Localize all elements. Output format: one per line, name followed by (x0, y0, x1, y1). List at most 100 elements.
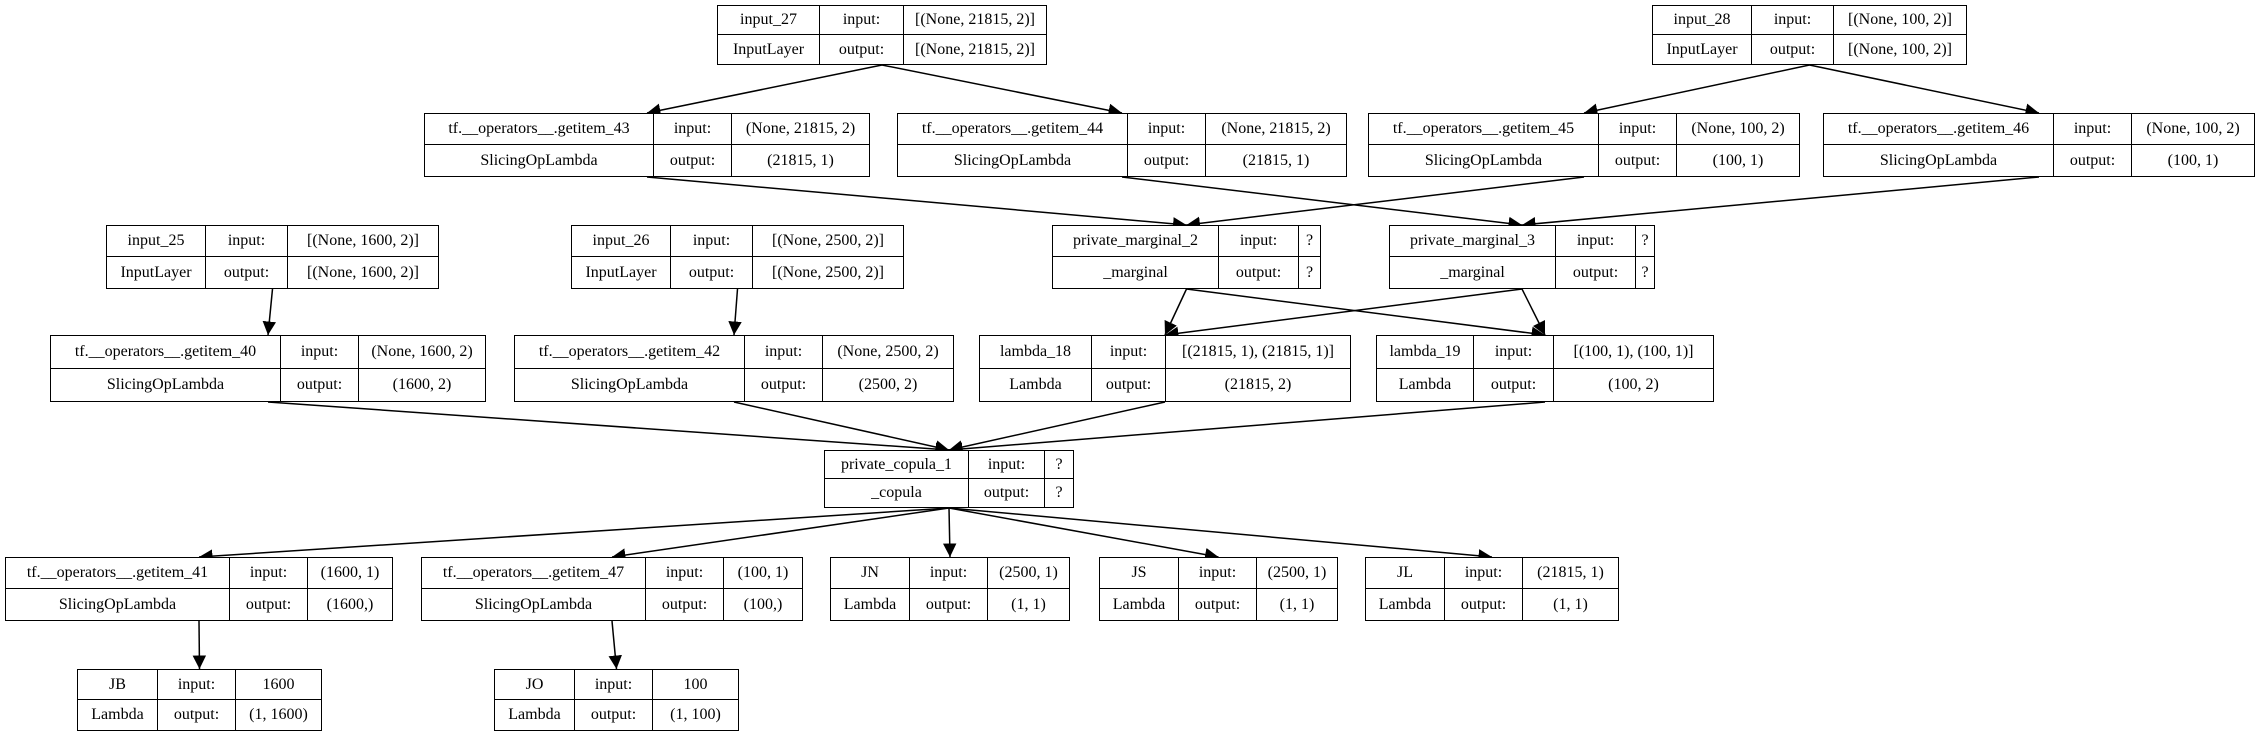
output-label: output: (654, 145, 732, 176)
layer-name: tf.__operators__.getitem_47 (422, 558, 646, 589)
layer-type: _marginal (1053, 257, 1219, 288)
input-shape: (21815, 1) (1523, 558, 1618, 589)
input-label: input: (969, 451, 1045, 479)
input-label: input: (1474, 336, 1554, 369)
edge-getitem_40-to-copula_1 (267, 401, 950, 456)
layer-type: SlicingOpLambda (425, 145, 654, 176)
output-shape: (100, 1) (1712, 151, 1764, 169)
layer-name: JN (831, 558, 910, 589)
output-shape: (1600, 2) (392, 375, 452, 393)
output-label: output: (281, 368, 359, 401)
input-shape: [(100, 1), (100, 1)] (1554, 336, 1713, 369)
output-shape: (100, 2) (1608, 375, 1659, 393)
output-label: output: (820, 35, 904, 64)
output-shape: (2500, 2) (858, 375, 918, 393)
layer-type: Lambda (495, 700, 575, 730)
edge-marginal_3-to-lambda_19 (1521, 288, 1546, 336)
edge-copula_1-to-JS (948, 507, 1219, 562)
layer-type: SlicingOpLambda (515, 368, 745, 401)
edge-lambda_18-to-copula_1 (948, 401, 1166, 454)
output-label: output: (745, 368, 823, 401)
input-label: input: (158, 670, 236, 700)
layer-type: _marginal (1390, 257, 1556, 288)
output-shape: (100, 1) (2167, 151, 2219, 169)
output-label: output: (1128, 145, 1206, 176)
layer-name: tf.__operators__.getitem_45 (1369, 114, 1599, 145)
edge-copula_1-to-getitem_41 (198, 507, 950, 563)
input-shape: 100 (653, 670, 738, 700)
input-label: input: (910, 558, 988, 589)
input-shape: (2500, 1) (1257, 558, 1337, 589)
output-shape: ? (1305, 263, 1314, 281)
output-label: output: (646, 589, 724, 620)
layer-name: private_marginal_3 (1390, 226, 1556, 257)
output-shape: ? (1641, 263, 1649, 281)
output-shape: (1, 1) (1279, 595, 1315, 613)
edge-copula_1-to-getitem_47 (611, 507, 950, 562)
edge-marginal_3-to-lambda_18 (1164, 288, 1523, 340)
layer-type: Lambda (78, 700, 158, 730)
output-shape: (21815, 1) (767, 151, 834, 169)
input-label: input: (820, 6, 904, 35)
input-shape: [(None, 21815, 2)] (904, 6, 1046, 35)
layer-type: Lambda (1377, 368, 1474, 401)
edge-input_27-to-getitem_44 (881, 64, 1123, 117)
input-shape: ? (1299, 226, 1320, 257)
edge-copula_1-to-JN (942, 507, 957, 558)
input-label: input: (1219, 226, 1299, 257)
layer-type: InputLayer (572, 257, 671, 288)
edge-marginal_2-to-lambda_18 (1164, 288, 1188, 336)
edge-getitem_43-to-marginal_2 (646, 176, 1187, 231)
input-shape: ? (1045, 451, 1073, 479)
edge-getitem_45-to-marginal_2 (1186, 176, 1585, 231)
output-label: output: (969, 479, 1045, 507)
layer-name: tf.__operators__.getitem_43 (425, 114, 654, 145)
input-label: input: (1128, 114, 1206, 145)
layer-name: tf.__operators__.getitem_44 (898, 114, 1128, 145)
output-shape: [(None, 21815, 2)] (915, 40, 1035, 58)
input-label: input: (1556, 226, 1636, 257)
layer-type: Lambda (1366, 589, 1445, 620)
layer-type: SlicingOpLambda (422, 589, 646, 620)
input-shape: ? (1636, 226, 1654, 257)
edge-input_26-to-getitem_42 (728, 288, 742, 336)
input-label: input: (1599, 114, 1677, 145)
layer-type: _copula (825, 479, 969, 507)
output-label: output: (158, 700, 236, 730)
output-shape: (21815, 2) (1224, 375, 1292, 393)
edge-copula_1-to-JL (948, 507, 1493, 563)
layer-name: JB (78, 670, 158, 700)
input-label: input: (281, 336, 359, 369)
input-label: input: (206, 226, 288, 257)
layer-type: SlicingOpLambda (1824, 145, 2054, 176)
edge-input_25-to-getitem_40 (262, 288, 277, 336)
edge-getitem_47-to-JO (608, 620, 622, 670)
output-label: output: (575, 700, 653, 730)
output-label: output: (1219, 257, 1299, 288)
layer-type: SlicingOpLambda (51, 368, 281, 401)
layer-name: lambda_19 (1377, 336, 1474, 369)
edge-marginal_2-to-lambda_19 (1186, 288, 1546, 340)
layer-name: JO (495, 670, 575, 700)
output-label: output: (206, 257, 288, 288)
output-shape: (1600,) (326, 595, 374, 613)
output-label: output: (1092, 368, 1166, 401)
layer-name: input_25 (107, 226, 206, 257)
